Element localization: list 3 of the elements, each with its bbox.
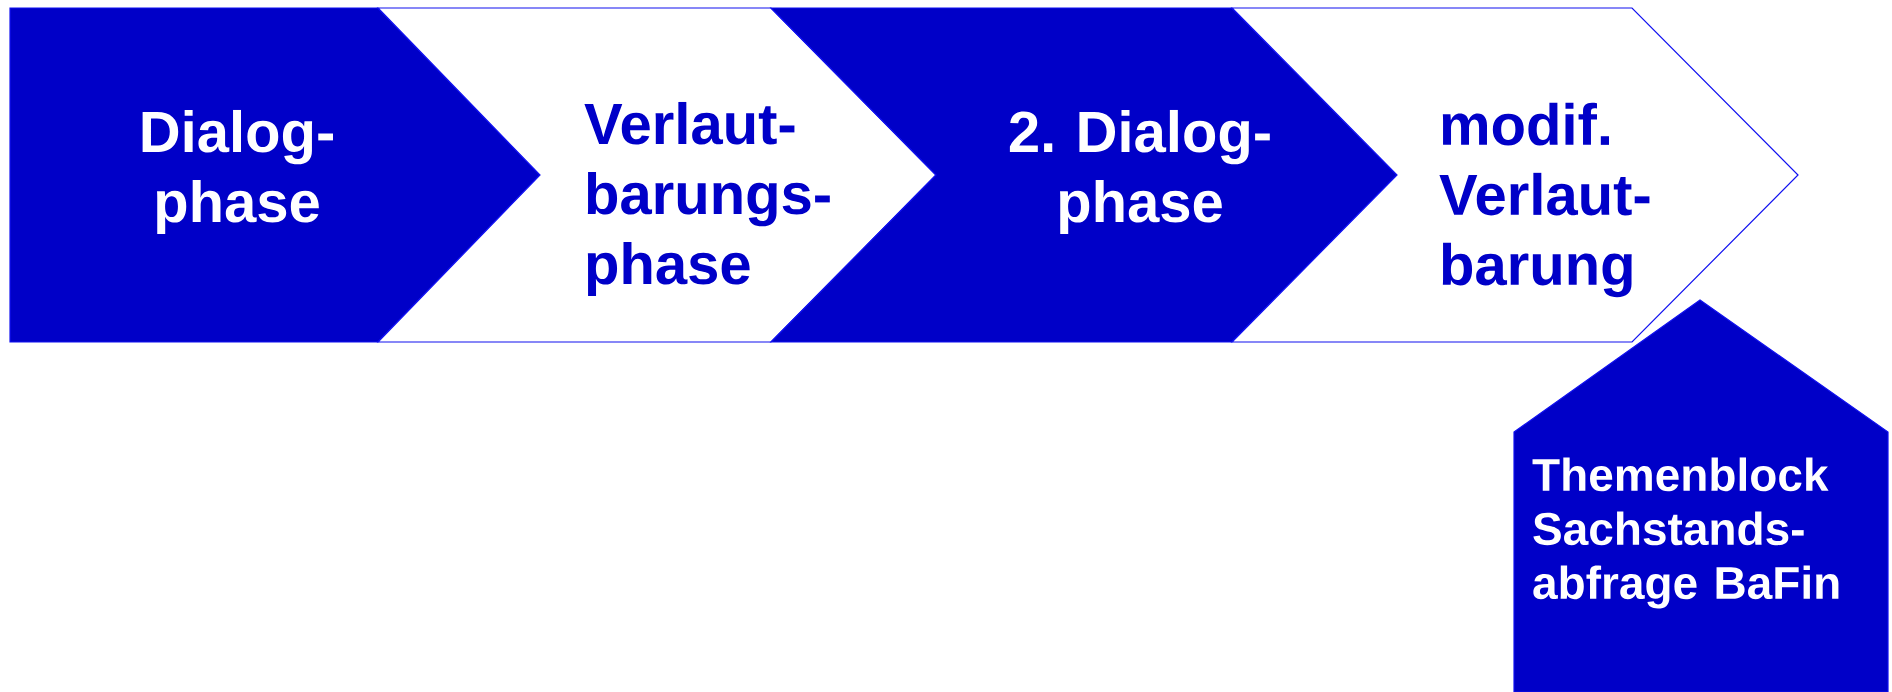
house-pentagon: Themenblock Sachstands- abfrage BaFin [1513,299,1889,692]
process-step: Dialog- phase [9,7,541,343]
process-step: Verlaut- barungs- phase [376,7,937,343]
